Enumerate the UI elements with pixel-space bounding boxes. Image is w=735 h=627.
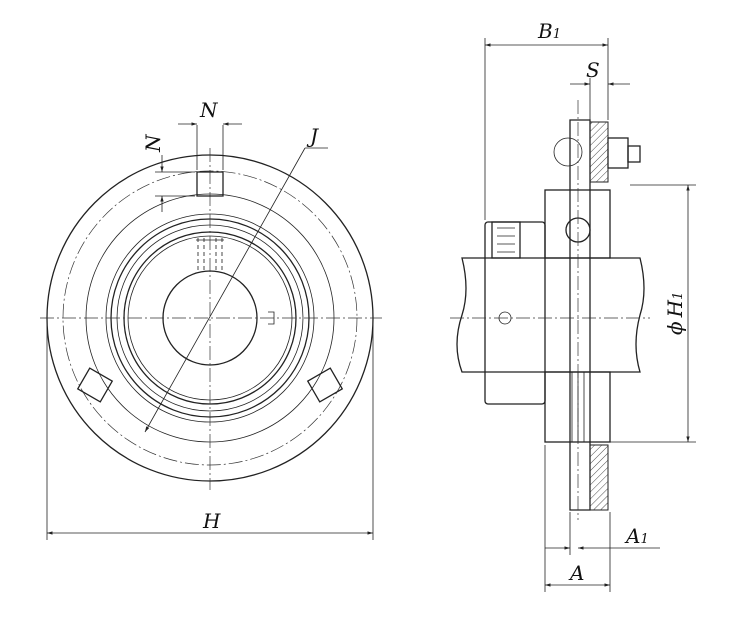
label-a: A: [568, 561, 584, 585]
front-view: N N J H: [40, 98, 382, 540]
label-s: S: [586, 58, 600, 82]
bearing-insert: [544, 189, 611, 259]
bolt-slot-right: [306, 367, 344, 403]
bolt-slot-left: [76, 367, 114, 403]
label-a1: A1: [624, 524, 649, 548]
bolt-slot-top: [196, 171, 224, 197]
label-b1: B1: [537, 19, 561, 43]
label-n-top: N: [199, 98, 219, 122]
side-view: B1 S ϕH1 A1 A: [450, 19, 696, 592]
label-h: H: [202, 509, 221, 533]
collar: [484, 221, 546, 405]
label-h1: ϕH1: [663, 292, 687, 335]
label-n-side: N: [141, 133, 165, 153]
shaft: [456, 257, 645, 373]
bolt-head: [607, 137, 629, 169]
label-j: J: [306, 124, 319, 148]
flange-plate: [569, 119, 591, 511]
